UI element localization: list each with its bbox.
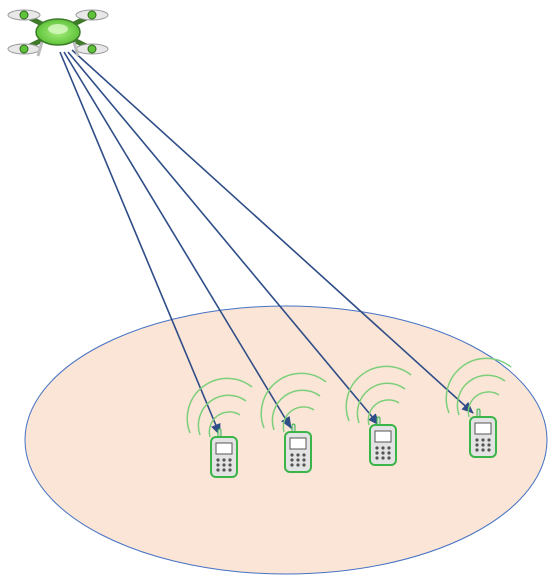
- mobile-phone-icon: [469, 408, 497, 458]
- phone-ue3: [345, 365, 412, 466]
- signal-waves-icon: [445, 357, 512, 418]
- link-group: [59, 49, 474, 436]
- mobile-phone-icon: [369, 416, 397, 466]
- drone-icon: [7, 9, 109, 57]
- signal-waves-icon: [260, 372, 327, 433]
- link-uav-ue4: [71, 49, 474, 414]
- phone-ue4: [445, 357, 512, 458]
- link-uav-ue2: [63, 51, 292, 429]
- phone-ue2: [260, 372, 327, 473]
- signal-waves-icon: [345, 365, 412, 426]
- link-uav-ue3: [67, 51, 380, 426]
- mobile-phone-icon: [210, 428, 238, 478]
- signal-waves-icon: [186, 377, 253, 438]
- mobile-phone-icon: [284, 423, 312, 473]
- link-uav-ue1: [59, 51, 221, 436]
- phone-ue1: [186, 377, 253, 478]
